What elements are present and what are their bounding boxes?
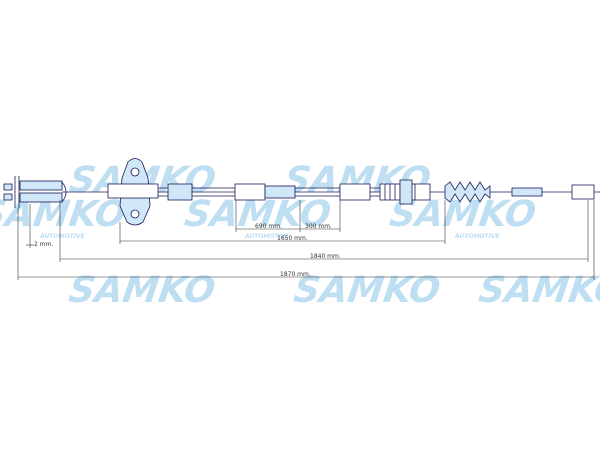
- watermark-tagline: AUTOMOTIVE: [244, 233, 290, 240]
- watermark-logo: SAMKO: [476, 268, 600, 311]
- threaded-section: [379, 179, 431, 205]
- ferrule: [167, 183, 193, 201]
- watermark-tagline: AUTOMOTIVE: [39, 233, 85, 240]
- cable-assembly: [3, 158, 600, 226]
- dimension-labels: 2 mm. 690 mm. 300 mm. 1650 mm. 1840 mm. …: [34, 223, 341, 278]
- dimension-lines: [17, 200, 595, 280]
- adjuster: [339, 183, 371, 201]
- dim-2mm: 2 mm.: [34, 241, 53, 248]
- watermark-logo: SAMKO: [291, 268, 443, 311]
- grommet: [234, 183, 266, 201]
- dim-1870: 1870 mm.: [280, 271, 311, 278]
- mounting-bracket: [107, 158, 159, 226]
- dim-1650: 1650 mm.: [277, 235, 308, 242]
- watermark-tagline: AUTOMOTIVE: [454, 233, 500, 240]
- watermark-logo: SAMKO: [66, 268, 218, 311]
- dim-1840: 1840 mm.: [310, 253, 341, 260]
- clevis-end: [3, 176, 95, 208]
- end-ferrule: [511, 187, 543, 197]
- sleeve: [264, 185, 296, 199]
- bellows-boot: [444, 181, 491, 203]
- end-nipple: [571, 184, 595, 200]
- dim-690: 690 mm.: [255, 223, 282, 230]
- dim-300: 300 mm.: [305, 223, 332, 230]
